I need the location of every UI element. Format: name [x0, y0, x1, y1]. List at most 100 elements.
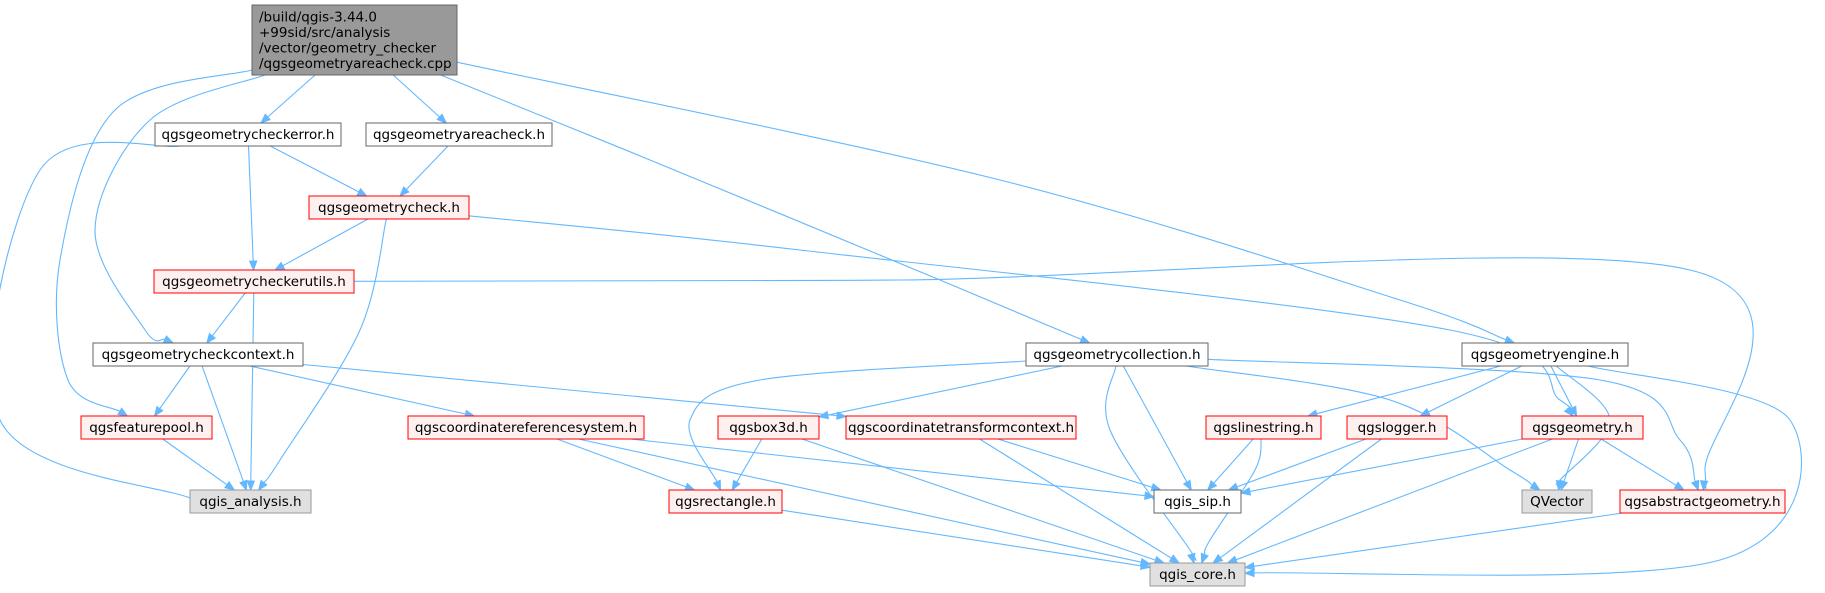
- node-label-crs: qgscoordinatereferencesystem.h: [415, 420, 637, 436]
- edge-crs-to-sip: [630, 438, 1146, 497]
- node-box-qvector: [1521, 489, 1593, 514]
- node-label-abstractgeom: qgsabstractgeometry.h: [1624, 494, 1780, 510]
- node-crs[interactable]: qgscoordinatereferencesystem.h: [407, 415, 645, 440]
- nodes-layer: /build/qgis-3.44.0+99sid/src/analysis/ve…: [80, 4, 1786, 587]
- edge-engine-to-linestring: [1316, 365, 1501, 415]
- arrowhead-logger-to-core: [1212, 553, 1224, 564]
- node-label-engine: qgsgeometryengine.h: [1471, 347, 1620, 363]
- arrowhead-root-to-collection: [1079, 335, 1091, 344]
- node-box-root: [251, 4, 458, 76]
- arrowhead-collection-to-abstractgeom: [1690, 479, 1700, 492]
- node-root: /build/qgis-3.44.0+99sid/src/analysis/ve…: [251, 4, 458, 76]
- edge-crs-to-rectangle: [556, 438, 687, 488]
- arrowhead-geometry-to-sip: [1239, 487, 1252, 496]
- arrowhead-collection-to-rectangle: [712, 479, 722, 492]
- arrowhead-rectangle-to-core: [1139, 561, 1152, 570]
- edge-collection-to-rectangle: [688, 360, 1027, 482]
- arrowhead-geometry-to-core: [1226, 555, 1239, 564]
- node-box-checkerror: [154, 122, 342, 147]
- edge-geometry-to-sip: [1249, 438, 1523, 492]
- arrowhead-linestring-to-sip: [1206, 480, 1218, 492]
- arrowhead-root-to-engine: [1503, 335, 1516, 344]
- node-box-collection: [1025, 342, 1209, 367]
- node-box-crs: [407, 415, 645, 440]
- edge-transformctx-to-sip: [997, 438, 1153, 488]
- node-checkcontext[interactable]: qgsgeometrycheckcontext.h: [92, 342, 304, 367]
- node-logger[interactable]: qgslogger.h: [1346, 415, 1448, 440]
- node-analysis: qgis_analysis.h: [189, 489, 312, 514]
- node-label-box3d: qgsbox3d.h: [729, 420, 808, 436]
- edge-collection-to-abstractgeom: [1207, 358, 1696, 482]
- arrowhead-geometry-to-abstractgeom: [1673, 481, 1686, 491]
- node-box-geometry: [1521, 415, 1644, 440]
- node-label-geometry: qgsgeometry.h: [1532, 420, 1633, 436]
- edge-checkcontext-to-analysis: [201, 365, 244, 482]
- node-linestring[interactable]: qgslinestring.h: [1205, 415, 1322, 440]
- node-box3d[interactable]: qgsbox3d.h: [717, 415, 820, 440]
- edge-box3d-to-rectangle: [736, 438, 763, 483]
- node-label-transformctx: qgscoordinatetransformcontext.h: [848, 420, 1074, 436]
- node-box-analysis: [189, 489, 312, 514]
- node-label-logger: qgslogger.h: [1358, 420, 1437, 436]
- node-collection[interactable]: qgsgeometrycollection.h: [1025, 342, 1209, 367]
- edge-engine-to-geometry: [1550, 365, 1573, 409]
- node-box-featurepool: [80, 415, 213, 440]
- node-rectangle[interactable]: qgsrectangle.h: [668, 489, 783, 514]
- arrowhead-checkerutils-to-analysis: [246, 480, 256, 492]
- edge-collection-to-box3d: [827, 365, 1063, 416]
- node-label-featurepool: qgsfeaturepool.h: [89, 420, 204, 436]
- edges-layer: [0, 61, 1803, 578]
- arrowhead-checkcontext-to-transformctx: [836, 411, 848, 420]
- arrowhead-checkerutils-to-checkcontext: [205, 332, 217, 345]
- edge-checkcontext-to-featurepool: [159, 365, 191, 409]
- edge-checkcontext-to-transformctx: [302, 363, 838, 417]
- node-engine[interactable]: qgsgeometryengine.h: [1461, 342, 1629, 367]
- node-label-collection: qgsgeometrycollection.h: [1033, 347, 1200, 363]
- node-box-linestring: [1205, 415, 1322, 440]
- arrowhead-engine-to-geometry: [1568, 405, 1578, 418]
- arrowhead-logger-to-sip: [1227, 482, 1239, 491]
- edge-areacheck-to-geomcheck: [405, 145, 449, 190]
- node-geometry[interactable]: qgsgeometry.h: [1521, 415, 1644, 440]
- edge-checkerror-to-checkerutils: [247, 145, 254, 262]
- node-label-rectangle: qgsrectangle.h: [675, 494, 776, 510]
- arrowhead-box3d-to-core: [1153, 555, 1166, 565]
- arrowhead-checkerror-to-geomcheck: [356, 187, 368, 197]
- node-abstractgeom[interactable]: qgsabstractgeometry.h: [1619, 489, 1786, 514]
- edge-root-to-checkcontext: [94, 74, 266, 342]
- node-transformctx[interactable]: qgscoordinatetransformcontext.h: [845, 415, 1077, 440]
- edge-root-to-checkerror: [267, 74, 316, 118]
- node-box-abstractgeom: [1619, 489, 1786, 514]
- edge-box3d-to-core: [801, 438, 1156, 561]
- arrowhead-root-to-areacheck: [436, 113, 448, 124]
- node-areacheck[interactable]: qgsgeometryareacheck.h: [365, 122, 553, 147]
- node-label-root-line-3: /vector/geometry_checker: [259, 40, 436, 56]
- node-core: qgis_core.h: [1149, 562, 1246, 587]
- node-label-core: qgis_core.h: [1159, 567, 1236, 583]
- edge-engine-to-core: [1253, 365, 1803, 576]
- edge-geometry-to-abstractgeom: [1600, 438, 1677, 486]
- node-label-root-line-2: +99sid/src/analysis: [259, 25, 390, 41]
- node-checkerutils[interactable]: qgsgeometrycheckerutils.h: [153, 269, 355, 294]
- node-label-areacheck: qgsgeometryareacheck.h: [373, 127, 545, 143]
- edge-linestring-to-sip: [1213, 438, 1254, 484]
- node-qvector: QVector: [1521, 489, 1593, 514]
- edge-collection-to-qvector: [1185, 365, 1533, 486]
- node-label-root-line-4: /qgsgeometryareacheck.cpp: [259, 56, 452, 72]
- node-label-checkcontext: qgsgeometrycheckcontext.h: [102, 347, 295, 363]
- node-featurepool[interactable]: qgsfeaturepool.h: [80, 415, 213, 440]
- node-sip[interactable]: qgis_sip.h: [1153, 489, 1242, 514]
- edge-collection-to-core: [1105, 365, 1197, 561]
- arrowhead-collection-to-sip: [1182, 479, 1192, 492]
- edge-checkerutils-to-checkcontext: [211, 292, 246, 337]
- node-geomcheck[interactable]: qgsgeometrycheck.h: [308, 195, 470, 220]
- node-checkerror[interactable]: qgsgeometrycheckerror.h: [154, 122, 342, 147]
- node-label-root-line-1: /build/qgis-3.44.0: [259, 9, 377, 25]
- node-label-checkerutils: qgsgeometrycheckerutils.h: [162, 274, 346, 290]
- node-label-analysis: qgis_analysis.h: [199, 494, 301, 510]
- node-box-rectangle: [668, 489, 783, 514]
- edge-checkerutils-to-abstractgeom: [353, 257, 1754, 490]
- arrowhead-collection-to-box3d: [817, 410, 830, 420]
- node-box-geomcheck: [308, 195, 470, 220]
